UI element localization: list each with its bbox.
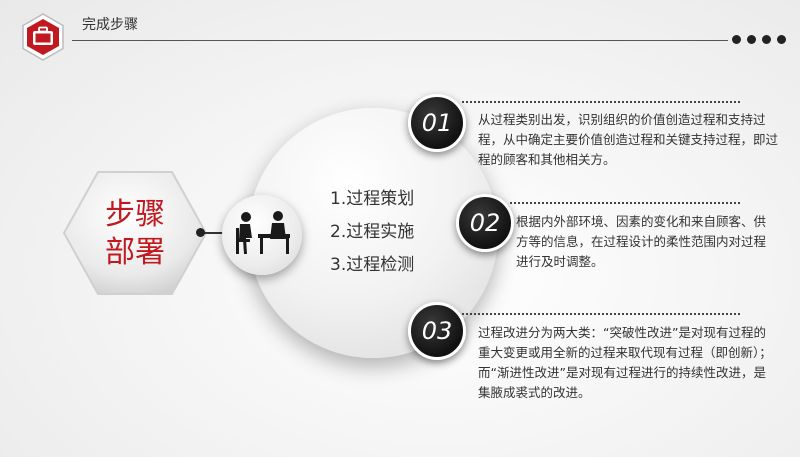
dot xyxy=(747,35,756,44)
dot xyxy=(762,35,771,44)
process-list: 1.过程策划 2.过程实施 3.过程检测 xyxy=(330,183,414,282)
dot xyxy=(732,35,741,44)
steps-hexagon-label: 步骤 部署 xyxy=(60,196,210,272)
step-number-03: 03 xyxy=(408,302,466,360)
dot xyxy=(777,35,786,44)
meeting-people-icon xyxy=(236,211,290,254)
briefcase-icon xyxy=(33,26,53,45)
header-badge xyxy=(22,13,64,61)
step-description-02: 根据内外部环境、因素的变化和来自顾客、供方等的信息，在过程设计的柔性范围内对过程… xyxy=(516,214,767,269)
step-number-02: 02 xyxy=(456,194,514,252)
step-description-03: 过程改进分为两大类：“突破性改进”是对现有过程的重大变更或用全新的过程来取代现有… xyxy=(478,325,772,400)
page-title: 完成步骤 xyxy=(82,17,138,33)
process-item: 3.过程检测 xyxy=(330,255,415,275)
connector-line xyxy=(200,232,230,234)
hex-label-line1: 步骤 xyxy=(105,197,165,232)
process-item: 2.过程实施 xyxy=(330,222,415,242)
steps-hexagon xyxy=(62,171,208,295)
step-divider xyxy=(510,202,740,204)
step-description-01: 从过程类别出发，识别组织的价值创造过程和支持过程，从中确定主要价值创造过程和关键… xyxy=(478,112,779,167)
process-item: 1.过程策划 xyxy=(330,189,415,209)
step-divider xyxy=(462,101,740,103)
header-dots xyxy=(732,35,786,44)
header-divider xyxy=(72,40,728,41)
step-divider xyxy=(462,313,740,315)
step-number-01: 01 xyxy=(408,94,466,152)
connector-dot xyxy=(196,228,205,237)
hex-label-line2: 部署 xyxy=(105,235,165,270)
